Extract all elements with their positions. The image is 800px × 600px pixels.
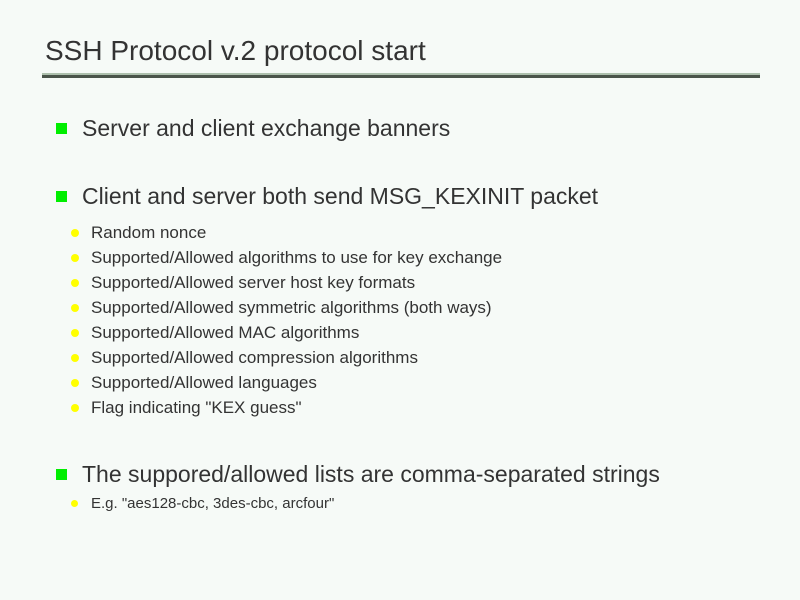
- bullet-level2: Supported/Allowed MAC algorithms: [0, 320, 800, 345]
- bullet-level2-label: Random nonce: [91, 223, 207, 242]
- bullet-level2-label: Flag indicating "KEX guess": [91, 398, 302, 417]
- bullet-level2: Supported/Allowed languages: [0, 370, 800, 395]
- bullet-group-2: Client and server both send MSG_KEXINIT …: [0, 180, 800, 420]
- title-divider-shadow: [42, 75, 760, 78]
- dot-bullet-icon: [71, 404, 79, 412]
- square-bullet-icon: [56, 123, 67, 134]
- title-divider: [42, 73, 760, 78]
- bullet-level1-label: The suppored/allowed lists are comma-sep…: [82, 461, 660, 487]
- bullet-level2: Supported/Allowed algorithms to use for …: [0, 245, 800, 270]
- dot-bullet-icon: [71, 229, 79, 237]
- dot-bullet-icon: [71, 500, 78, 507]
- bullet-group-1: Server and client exchange banners: [0, 112, 800, 144]
- bullet-level2: Supported/Allowed compression algorithms: [0, 345, 800, 370]
- page-title: SSH Protocol v.2 protocol start: [45, 35, 426, 66]
- bullet-level2-label: Supported/Allowed server host key format…: [91, 273, 416, 292]
- bullet-level2: Supported/Allowed server host key format…: [0, 270, 800, 295]
- bullet-level1-label: Server and client exchange banners: [82, 115, 451, 141]
- bullet-level2-label: Supported/Allowed symmetric algorithms (…: [91, 298, 492, 317]
- bullet-level2: E.g. "aes128-cbc, 3des-cbc, arcfour": [0, 492, 800, 516]
- bullet-level2: Supported/Allowed symmetric algorithms (…: [0, 295, 800, 320]
- slide-body: Server and client exchange banners Clien…: [0, 112, 800, 516]
- bullet-level1: Server and client exchange banners: [0, 112, 800, 144]
- dot-bullet-icon: [71, 379, 79, 387]
- slide-title-block: SSH Protocol v.2 protocol start: [45, 34, 760, 68]
- bullet-level2-label: Supported/Allowed MAC algorithms: [91, 323, 360, 342]
- bullet-level1-label: Client and server both send MSG_KEXINIT …: [82, 183, 599, 209]
- square-bullet-icon: [56, 191, 67, 202]
- bullet-group-3: The suppored/allowed lists are comma-sep…: [0, 456, 800, 516]
- dot-bullet-icon: [71, 354, 79, 362]
- title-divider-highlight: [42, 73, 760, 75]
- square-bullet-icon: [56, 469, 67, 480]
- dot-bullet-icon: [71, 304, 79, 312]
- spacer: [0, 212, 800, 220]
- dot-bullet-icon: [71, 254, 79, 262]
- dot-bullet-icon: [71, 279, 79, 287]
- dot-bullet-icon: [71, 329, 79, 337]
- bullet-level1: The suppored/allowed lists are comma-sep…: [0, 456, 800, 492]
- bullet-level2: Random nonce: [0, 220, 800, 245]
- spacer: [0, 420, 800, 456]
- bullet-level1: Client and server both send MSG_KEXINIT …: [0, 180, 800, 212]
- spacer: [0, 144, 800, 180]
- bullet-level2-label: Supported/Allowed compression algorithms: [91, 348, 418, 367]
- bullet-level2: Flag indicating "KEX guess": [0, 395, 800, 420]
- bullet-level2-label: Supported/Allowed algorithms to use for …: [91, 248, 503, 267]
- bullet-level2-label: Supported/Allowed languages: [91, 373, 317, 392]
- bullet-level2-label: E.g. "aes128-cbc, 3des-cbc, arcfour": [91, 495, 335, 512]
